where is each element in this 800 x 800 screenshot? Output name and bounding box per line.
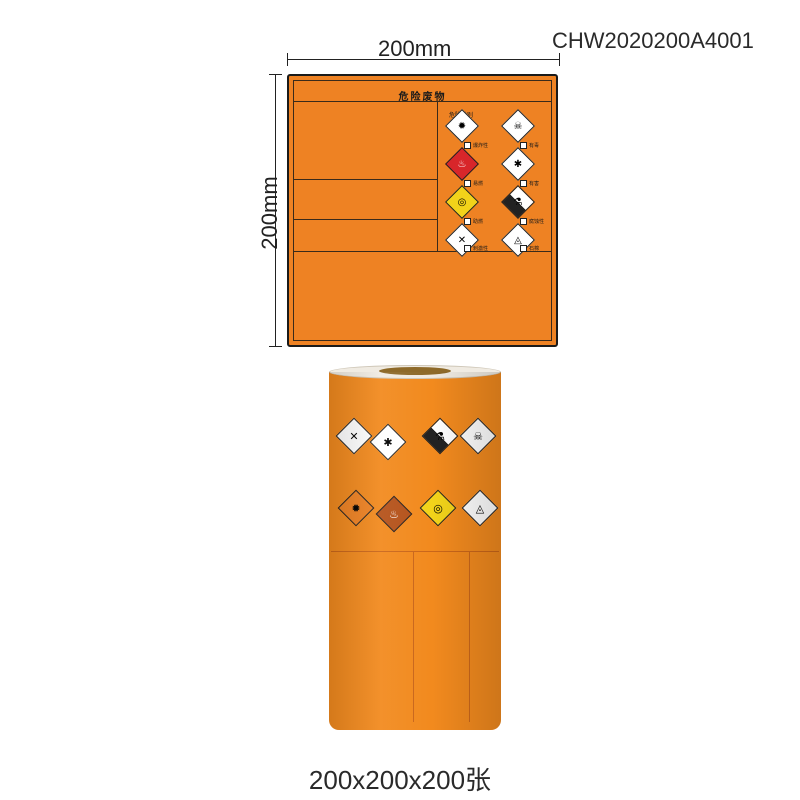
- checkbox-label: 刺激性: [473, 246, 489, 252]
- oxidizing-icon: ◎: [445, 185, 479, 219]
- roll-divider-vertical-1: [413, 552, 414, 722]
- checkbox-asbestos[interactable]: 石棉: [520, 245, 539, 252]
- label-roll: ✕ ✱ ⚗ ☠ ✹ ♨ ◎ ◬: [329, 365, 501, 735]
- product-caption: 200x200x200张: [308, 765, 492, 795]
- checkbox-toxic[interactable]: 有毒: [520, 142, 539, 149]
- width-dimension-label: 200mm: [378, 36, 452, 61]
- checkbox-box[interactable]: [464, 180, 471, 187]
- label-frame: 危险废物 危险类别 ✹ ☠ ♨ ✱ ◎ ⚗ ✕ ◬ 爆炸性 有毒 易燃 有害 助…: [293, 80, 552, 341]
- checkbox-oxidizing[interactable]: 助燃: [464, 218, 483, 225]
- checkbox-box[interactable]: [520, 180, 527, 187]
- checkbox-irritant[interactable]: 刺激性: [464, 245, 488, 252]
- product-code: CHW2020200A4001: [552, 28, 754, 53]
- roll-core: [379, 367, 451, 375]
- checkbox-label: 爆炸性: [473, 143, 489, 149]
- checkbox-box[interactable]: [520, 142, 527, 149]
- checkbox-harmful[interactable]: 有害: [520, 180, 539, 187]
- checkbox-box[interactable]: [464, 245, 471, 252]
- label-title: 危险废物: [398, 92, 447, 103]
- checkbox-label: 助燃: [473, 219, 484, 225]
- label-row-divider-1: [294, 179, 437, 180]
- checkbox-box[interactable]: [520, 245, 527, 252]
- checkbox-label: 有毒: [529, 143, 540, 149]
- corrosive-black-icon: ⚗: [501, 185, 535, 219]
- label-column-divider: [437, 101, 438, 251]
- checkbox-label: 易燃: [473, 181, 484, 187]
- label-row-divider-2: [294, 219, 437, 220]
- checkbox-box[interactable]: [464, 142, 471, 149]
- label-row-divider-3: [294, 251, 551, 252]
- checkbox-flammable[interactable]: 易燃: [464, 180, 483, 187]
- corrosive-icon: ✱: [501, 147, 535, 181]
- hazardous-waste-label: 危险废物 危险类别 ✹ ☠ ♨ ✱ ◎ ⚗ ✕ ◬ 爆炸性 有毒 易燃 有害 助…: [287, 74, 558, 347]
- flammable-icon: ♨: [445, 147, 479, 181]
- height-dimension-line: [275, 74, 276, 347]
- toxic-icon: ☠: [501, 109, 535, 143]
- height-dimension-tick-top: [269, 74, 282, 75]
- checkbox-label: 石棉: [529, 246, 540, 252]
- height-dimension-label: 200mm: [257, 176, 282, 250]
- width-dimension-tick-right: [559, 53, 560, 66]
- height-dimension-tick-bottom: [269, 346, 282, 347]
- width-dimension-line: [287, 59, 560, 60]
- checkbox-explosive[interactable]: 爆炸性: [464, 142, 488, 149]
- checkbox-box[interactable]: [464, 218, 471, 225]
- label-title-divider: [294, 101, 551, 102]
- roll-divider-vertical-2: [469, 552, 470, 722]
- roll-divider-horizontal: [331, 551, 499, 552]
- checkbox-box[interactable]: [520, 218, 527, 225]
- width-dimension-tick-left: [287, 53, 288, 66]
- checkbox-label: 有害: [529, 181, 540, 187]
- roll-shading: [329, 372, 501, 730]
- checkbox-corrosive[interactable]: 腐蚀性: [520, 218, 544, 225]
- checkbox-label: 腐蚀性: [529, 219, 545, 225]
